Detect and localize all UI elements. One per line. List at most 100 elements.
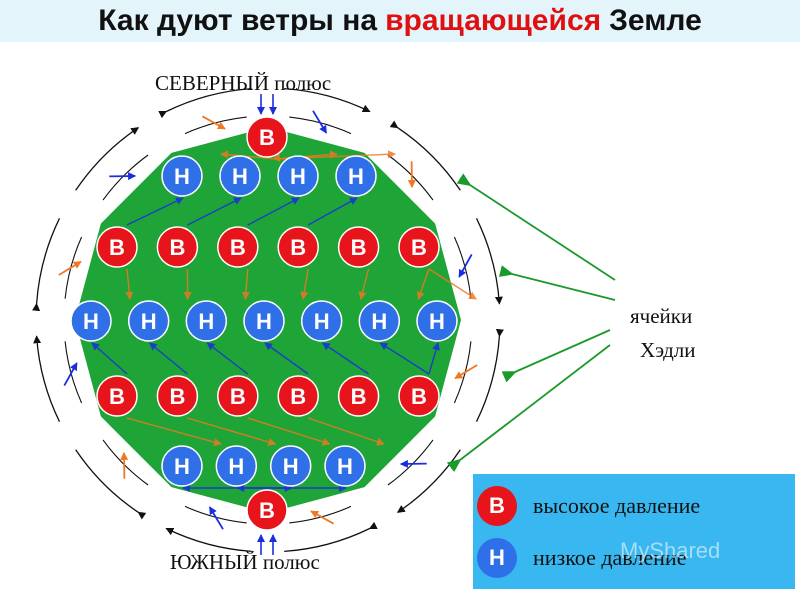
- legend-row-low: Н низкое давление: [473, 538, 686, 578]
- cell-arc-arrow: [33, 335, 61, 422]
- wind-arrows: [91, 94, 477, 555]
- pressure-symbol: В: [351, 384, 367, 409]
- cell-arc-arrow: [75, 449, 147, 520]
- high-pressure-node: В: [156, 226, 199, 268]
- wind-arrow: [358, 268, 370, 300]
- cell-arc-arrow: [32, 218, 61, 312]
- cell-arc-arrow: [475, 328, 504, 422]
- title-prefix: Как дуют ветры на: [98, 4, 378, 37]
- rim-wind-arrow: [454, 364, 478, 380]
- rim-wind-arrow: [63, 362, 78, 387]
- pressure-symbol: Н: [314, 309, 330, 334]
- hadley-pointer-arrow: [498, 265, 616, 301]
- high-pressure-node: В: [398, 226, 440, 268]
- wind-arrow: [379, 342, 430, 375]
- pressure-symbol: Н: [337, 454, 353, 479]
- cell-inner-arc: [184, 116, 247, 135]
- rim-wind-arrow: [201, 115, 226, 130]
- cell-inner-arc: [184, 505, 247, 524]
- pressure-symbol: Н: [198, 309, 214, 334]
- low-pressure-node: Н: [335, 155, 377, 197]
- high-pressure-dot: В: [477, 486, 517, 526]
- wind-arrow: [300, 268, 309, 300]
- wind-arrow: [206, 342, 249, 375]
- cell-arc-arrow: [158, 87, 252, 119]
- wind-arrow: [91, 342, 128, 375]
- low-pressure-node: Н: [161, 445, 203, 487]
- wind-arrow: [264, 342, 309, 375]
- title-highlight: вращающейся: [385, 4, 602, 37]
- legend-row-high: В высокое давление: [473, 486, 700, 526]
- cell-inner-arc: [64, 236, 83, 299]
- pressure-symbol: Н: [348, 164, 364, 189]
- low-pressure-node: Н: [324, 445, 366, 487]
- wind-arrow: [428, 342, 440, 375]
- legend-box: В высокое давление Н низкое давление: [473, 474, 795, 589]
- cell-arc-arrow: [284, 87, 371, 113]
- cell-arc-arrow: [75, 127, 140, 191]
- pressure-symbol: Н: [283, 454, 299, 479]
- wind-arrow: [321, 342, 369, 375]
- wind-arrow: [272, 153, 281, 162]
- low-pressure-node: Н: [127, 300, 170, 342]
- low-pressure-node: Н: [300, 300, 343, 342]
- pressure-symbol: Н: [228, 454, 244, 479]
- pressure-symbol: В: [259, 125, 275, 150]
- pressure-symbol: Н: [371, 309, 387, 334]
- circulation-cell-arrows: [32, 87, 504, 553]
- high-pressure-node: В: [156, 375, 199, 417]
- watermark: MyShared: [620, 538, 721, 563]
- hadley-label-line1: ячейки: [630, 304, 693, 328]
- wind-arrow: [307, 197, 358, 226]
- high-pressure-node: В: [96, 375, 138, 417]
- low-pressure-node: Н: [219, 155, 261, 197]
- cell-inner-arc: [453, 236, 472, 299]
- pressure-symbol: Н: [290, 164, 306, 189]
- low-pressure-dot: Н: [477, 538, 517, 578]
- wind-arrow: [187, 417, 277, 446]
- pressure-symbol: Н: [256, 309, 272, 334]
- low-pressure-node: Н: [243, 300, 285, 342]
- pressure-symbol: В: [169, 235, 185, 260]
- pressure-symbol: В: [230, 384, 246, 409]
- low-pressure-node: Н: [277, 155, 319, 197]
- cell-arc-arrow: [396, 449, 461, 513]
- wind-arrow: [247, 197, 300, 226]
- pressure-symbol: В: [351, 235, 367, 260]
- pressure-symbol: В: [109, 384, 125, 409]
- wind-arrow: [187, 197, 242, 226]
- cell-inner-arc: [64, 341, 83, 404]
- wind-arrow: [148, 342, 188, 375]
- rim-wind-arrow: [208, 506, 224, 530]
- pressure-symbol: Н: [174, 164, 190, 189]
- wind-arrow: [241, 268, 250, 300]
- hadley-pointer-arrow: [446, 344, 611, 473]
- legend-low-label: низкое давление: [533, 545, 687, 570]
- wind-arrow: [125, 268, 134, 300]
- low-pressure-node: Н: [358, 300, 401, 342]
- cell-arc-arrow: [475, 218, 503, 305]
- pressure-symbol: Н: [429, 309, 445, 334]
- pressure-symbol: Н: [174, 454, 190, 479]
- low-pressure-node: Н: [215, 445, 258, 487]
- hadley-pointer-arrows: [446, 173, 616, 473]
- hadley-pointer-arrow: [501, 329, 611, 383]
- north-pole-label: СЕВЕРНЫЙ полюс: [155, 71, 332, 95]
- wind-arrow: [126, 417, 222, 446]
- hadley-label-line2: Хэдли: [640, 338, 696, 362]
- high-pressure-node: В: [277, 226, 319, 268]
- south-pole-label: ЮЖНЫЙ полюс: [170, 550, 320, 574]
- pressure-symbol: Н: [141, 309, 157, 334]
- wind-arrow: [428, 268, 477, 300]
- low-pressure-node: Н: [70, 300, 112, 342]
- cell-inner-arc: [289, 116, 352, 135]
- high-pressure-node: В: [337, 226, 380, 268]
- legend-high-label: высокое давление: [533, 493, 701, 518]
- rim-wind-arrow: [458, 253, 473, 278]
- pressure-symbol: В: [259, 498, 275, 523]
- high-pressure-node: В: [217, 375, 259, 417]
- low-pressure-node: Н: [185, 300, 228, 342]
- high-pressure-node: В: [246, 116, 288, 158]
